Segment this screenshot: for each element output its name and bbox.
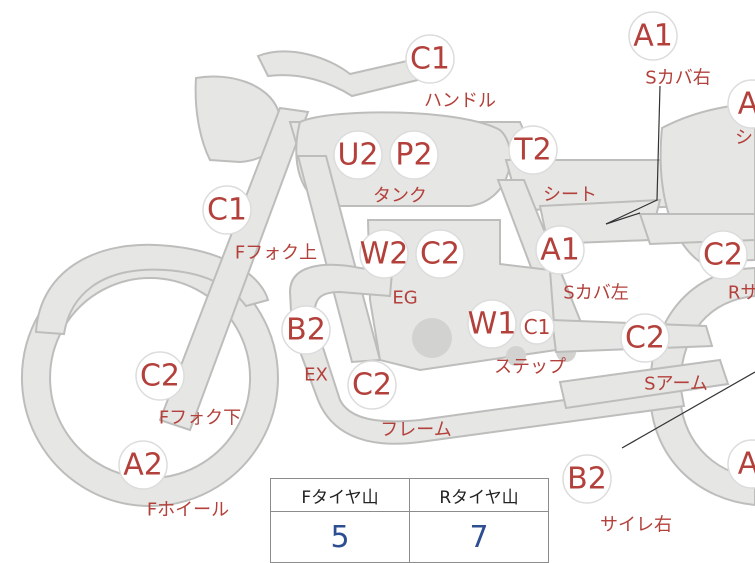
grade-code: C1 (524, 315, 551, 339)
grade-code: C2 (625, 321, 665, 356)
part-label-s-cover-right: Sカバ右 (645, 68, 710, 89)
grade-code: C2 (140, 359, 180, 394)
part-label-handle: ハンドル (424, 91, 496, 112)
part-label-silencer-right: サイレ右 (600, 515, 672, 536)
part-label-seat: シート (543, 185, 597, 206)
part-label-exhaust: EX (304, 365, 328, 386)
part-label-seat-cut: シ (735, 128, 753, 149)
part-label-s-cover-left: Sカバ左 (563, 283, 628, 304)
part-label-tank: タンク (373, 186, 427, 207)
grade-code: U2 (337, 138, 378, 173)
badge-f-wheel: A2 Fホイール (118, 440, 229, 521)
rear-tire-value: 7 (409, 511, 549, 563)
badge-f-fork-lower: C2 Fフォク下 (135, 351, 241, 429)
grade-code: A (738, 87, 755, 122)
grade-code: C2 (420, 237, 460, 272)
badge-exhaust: B2 EX (281, 305, 331, 386)
badge-seat-cut: A シ (727, 79, 755, 149)
grade-code: A1 (540, 233, 580, 268)
grade-code: B2 (286, 313, 326, 348)
grade-code: A1 (633, 19, 673, 54)
badge-handle: C1 ハンドル (405, 34, 496, 112)
part-label-step: ステップ (494, 357, 566, 378)
tire-tread-table: Fタイヤ山 Rタイヤ山 5 7 (270, 478, 549, 563)
part-label-frame: フレーム (380, 420, 451, 441)
rear-tire-header: Rタイヤ山 (409, 478, 549, 512)
part-label-r-sus: Rサス (728, 283, 755, 304)
badge-s-cover-left: A1 Sカバ左 (535, 225, 629, 304)
grade-code: C1 (410, 42, 450, 77)
badge-r-wheel-cut: A (727, 439, 755, 489)
badge-silencer-right: B2 サイレ右 (562, 454, 672, 536)
leader-lines (605, 85, 755, 449)
badge-step: W1 C1 ステップ (467, 299, 566, 378)
grade-code: C2 (703, 238, 743, 273)
part-label-f-fork-lower: Fフォク下 (159, 408, 241, 429)
grade-code: P2 (395, 138, 432, 173)
part-label-f-wheel: Fホイール (147, 500, 229, 521)
grade-badges: C1 ハンドル A1 Sカバ右 A シ U2 P2 タンク T2 シート C1 … (118, 11, 755, 536)
badge-f-fork-upper: C1 Fフォク上 (202, 185, 317, 264)
grade-code: T2 (513, 133, 551, 168)
grade-code: C2 (352, 368, 392, 403)
badge-s-arm: C2 Sアーム (620, 313, 708, 395)
badge-tank: U2 P2 タンク (333, 130, 439, 207)
grade-code: A2 (123, 448, 163, 483)
badge-s-cover-right: A1 Sカバ右 (628, 11, 711, 89)
badge-frame: C2 フレーム (347, 360, 452, 441)
grade-code: A (738, 447, 755, 482)
part-label-engine: EG (392, 288, 417, 309)
badge-engine: W2 C2 EG (359, 229, 465, 309)
part-label-s-arm: Sアーム (644, 374, 708, 395)
grade-code: W2 (360, 237, 409, 272)
front-tire-header: Fタイヤ山 (270, 478, 410, 512)
part-label-f-fork-upper: Fフォク上 (235, 243, 317, 264)
front-tire-value: 5 (270, 511, 410, 563)
grade-code: W1 (468, 307, 517, 342)
badge-seat: T2 シート (508, 125, 597, 206)
badge-r-sus: C2 Rサス (698, 230, 755, 304)
grade-code: C1 (207, 193, 247, 228)
grade-code: B2 (567, 462, 607, 497)
